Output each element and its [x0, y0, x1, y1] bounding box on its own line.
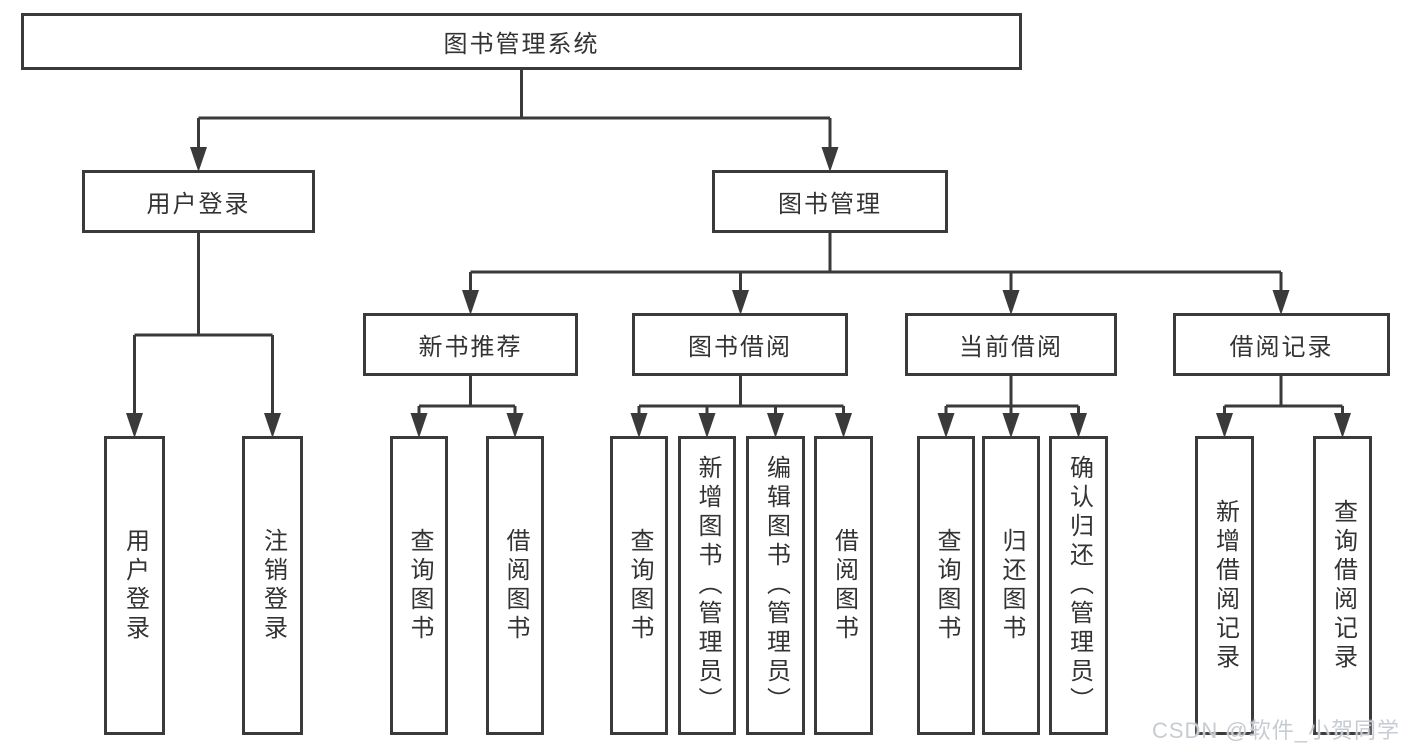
arrow-leaf-10 — [1002, 413, 1020, 438]
node-user-login: 用户登录 — [82, 170, 315, 233]
leaf-query-books-recommend-label: 查询图书 — [406, 527, 433, 644]
connector-root-to-level2 — [197, 70, 832, 152]
leaf-user-login: 用户登录 — [104, 436, 165, 735]
leaf-query-books-recommend: 查询图书 — [390, 436, 448, 735]
node-new-book-recommend-label: 新书推荐 — [418, 334, 523, 361]
leaf-query-books-borrow-label: 查询图书 — [626, 527, 653, 644]
arrow-to-book-management — [821, 147, 839, 172]
leaf-query-books-current-label: 查询图书 — [933, 527, 960, 644]
leaf-borrow-books-recommend: 借阅图书 — [486, 436, 544, 735]
leaf-edit-books-admin-label: 编辑图书（管理员） — [762, 455, 790, 716]
arrow-leaf-6 — [698, 413, 716, 438]
node-new-book-recommend: 新书推荐 — [363, 313, 578, 376]
arrow-leaf-3 — [410, 413, 428, 438]
watermark-text: CSDN @软件_小贺同学 — [1151, 718, 1400, 743]
leaf-query-borrow-record-label: 查询借阅记录 — [1329, 498, 1357, 673]
node-user-login-label: 用户登录 — [146, 191, 251, 218]
leaf-confirm-return-admin-label: 确认归还（管理员） — [1065, 455, 1093, 716]
leaf-borrow-books-recommend-label: 借阅图书 — [502, 527, 529, 644]
arrow-leaf-9 — [937, 413, 955, 438]
leaf-query-borrow-record: 查询借阅记录 — [1313, 436, 1372, 735]
node-book-management: 图书管理 — [712, 170, 948, 233]
node-current-borrow-label: 当前借阅 — [959, 334, 1063, 361]
node-book-borrow-label: 图书借阅 — [688, 334, 792, 361]
arrow-to-book-borrow — [732, 290, 749, 315]
node-book-borrow: 图书借阅 — [632, 313, 848, 376]
leaf-edit-books-admin: 编辑图书（管理员） — [746, 436, 805, 735]
arrow-leaf-2 — [264, 413, 281, 438]
leaf-add-borrow-record-label: 新增借阅记录 — [1211, 498, 1239, 673]
node-library-management-system-label: 图书管理系统 — [443, 31, 600, 58]
arrow-leaf-1 — [126, 413, 143, 438]
arrow-to-current-borrow — [1002, 290, 1020, 315]
leaf-logout: 注销登录 — [242, 436, 303, 735]
arrow-leaf-7 — [767, 413, 784, 438]
leaf-user-login-label: 用户登录 — [121, 527, 149, 644]
leaf-query-books-borrow: 查询图书 — [610, 436, 668, 735]
leaf-query-books-current: 查询图书 — [917, 436, 975, 735]
arrowheads — [126, 147, 1351, 438]
arrow-to-user-login — [190, 147, 207, 172]
arrow-leaf-8 — [835, 413, 852, 438]
leaf-add-borrow-record: 新增借阅记录 — [1195, 436, 1254, 735]
node-borrow-records-label: 借阅记录 — [1229, 334, 1334, 361]
node-current-borrow: 当前借阅 — [905, 313, 1117, 376]
leaf-borrow-books-label: 借阅图书 — [830, 527, 858, 644]
arrow-leaf-4 — [506, 413, 524, 438]
arrow-leaf-5 — [630, 413, 648, 438]
arrow-leaf-12 — [1216, 413, 1233, 438]
leaf-return-books: 归还图书 — [982, 436, 1040, 735]
arrow-to-borrow-records — [1272, 290, 1290, 315]
leaf-add-books-admin-label: 新增图书（管理员） — [694, 455, 721, 716]
leaf-logout-label: 注销登录 — [259, 527, 287, 644]
leaf-confirm-return-admin: 确认归还（管理员） — [1049, 436, 1108, 735]
connector-borrow-records-branch — [1223, 376, 1344, 418]
connector-user-login-branch — [133, 233, 274, 418]
arrow-to-new-book-recommend — [462, 290, 479, 315]
connector-book-borrow-branch — [637, 376, 845, 418]
leaf-borrow-books: 借阅图书 — [814, 436, 873, 735]
node-library-management-system: 图书管理系统 — [21, 13, 1022, 70]
arrow-leaf-13 — [1334, 413, 1351, 438]
leaf-return-books-label: 归还图书 — [998, 527, 1025, 644]
connector-current-borrow-branch — [944, 376, 1080, 418]
arrow-leaf-11 — [1070, 413, 1087, 438]
leaf-add-books-admin: 新增图书（管理员） — [678, 436, 736, 735]
node-borrow-records: 借阅记录 — [1173, 313, 1390, 376]
node-book-management-label: 图书管理 — [778, 191, 882, 218]
connector-new-book-branch — [417, 376, 517, 418]
connector-book-management-branch — [469, 233, 1283, 296]
